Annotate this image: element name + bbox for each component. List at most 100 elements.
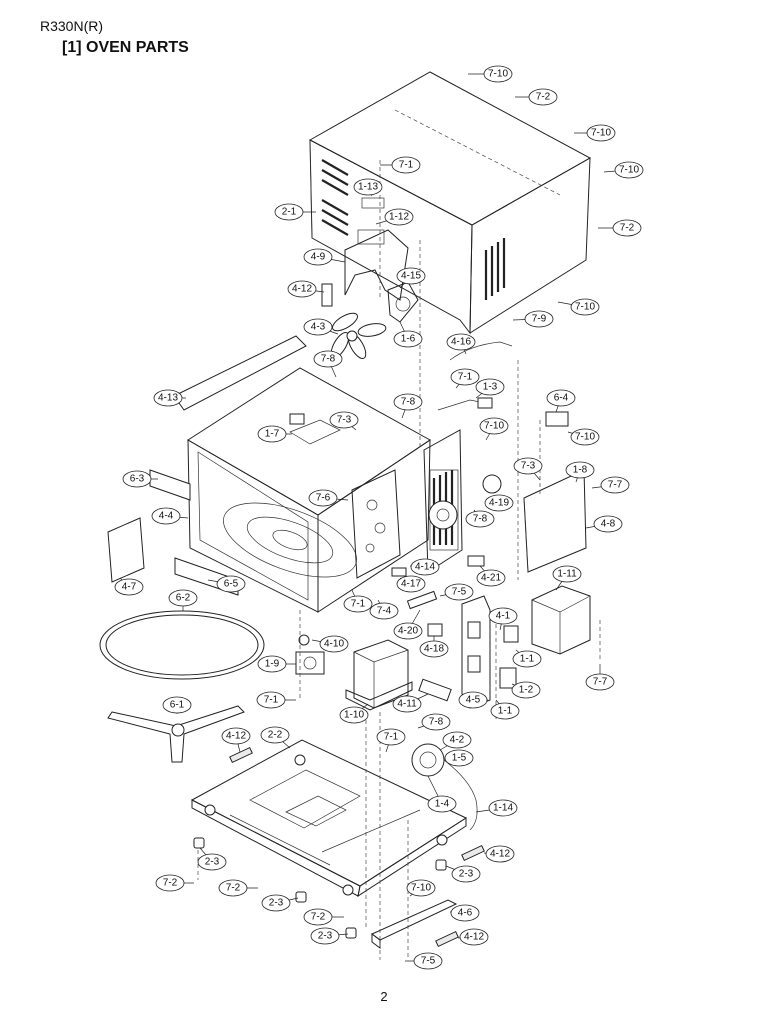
interlock-switch-assembly xyxy=(461,595,519,709)
callout-4-21: 4-21 xyxy=(476,565,506,587)
callout-label: 4-12 xyxy=(226,731,246,742)
callout-label: 1-4 xyxy=(435,799,450,810)
callout-bubble xyxy=(586,124,616,142)
callout-label: 1-5 xyxy=(452,753,467,764)
callout-label: 6-4 xyxy=(554,393,569,404)
callout-bubble xyxy=(512,650,542,668)
oven-cavity xyxy=(187,367,431,613)
callout-bubble xyxy=(261,894,291,912)
callout-bubble xyxy=(444,583,474,601)
callout-bubble xyxy=(218,879,248,897)
callout-bubble xyxy=(343,595,373,613)
callout-bubble xyxy=(488,607,518,625)
callout-7-10: 7-10 xyxy=(557,298,600,316)
latch-bracket xyxy=(351,469,401,579)
feet xyxy=(193,837,447,939)
callout-label: 1-11 xyxy=(557,569,577,580)
callout-7-2: 7-2 xyxy=(303,908,344,926)
callout-label: 4-12 xyxy=(464,932,484,943)
callout-7-2: 7-2 xyxy=(598,219,642,237)
callout-label: 6-1 xyxy=(170,700,185,711)
callout-label: 4-21 xyxy=(481,573,501,584)
callout-bubble xyxy=(442,731,472,749)
callout-1-7: 1-7 xyxy=(257,425,292,443)
callout-bubble xyxy=(216,575,246,593)
callout-label: 2-2 xyxy=(268,730,283,741)
callout-7-5: 7-5 xyxy=(405,952,443,970)
callout-label: 4-19 xyxy=(489,498,509,509)
callout-7-3: 7-3 xyxy=(329,411,359,431)
callout-bubble xyxy=(260,726,290,744)
callout-6-3: 6-3 xyxy=(122,470,158,488)
callout-bubble xyxy=(511,681,541,699)
top-heater-parts xyxy=(173,335,569,494)
callout-2-3: 2-3 xyxy=(197,847,227,871)
callout-bubble xyxy=(528,88,558,106)
callout-label: 7-2 xyxy=(311,912,326,923)
callout-4-17: 4-17 xyxy=(396,575,426,593)
callout-7-10: 7-10 xyxy=(406,879,436,897)
callout-label: 7-3 xyxy=(521,461,536,472)
callout-4-2: 4-2 xyxy=(439,731,472,751)
callout-label: 7-10 xyxy=(484,421,504,432)
callout-bubble xyxy=(484,494,514,512)
callout-4-4: 4-4 xyxy=(151,507,189,525)
callout-label: 6-3 xyxy=(130,474,145,485)
callout-bubble xyxy=(353,178,383,196)
callout-label: 7-10 xyxy=(488,69,508,80)
callout-1-13: 1-13 xyxy=(353,178,383,197)
callout-2-2: 2-2 xyxy=(260,726,291,749)
callout-bubble xyxy=(410,558,440,576)
callout-bubble xyxy=(303,318,333,336)
callout-4-7: 4-7 xyxy=(114,577,144,596)
callout-label: 1-9 xyxy=(265,659,280,670)
callout-7-1: 7-1 xyxy=(380,156,421,174)
callout-bubble xyxy=(393,393,423,411)
callout-bubble xyxy=(524,310,554,328)
callout-7-6: 7-6 xyxy=(308,489,349,507)
callout-bubble xyxy=(221,727,251,745)
callout-bubble xyxy=(614,161,644,179)
callout-label: 7-7 xyxy=(608,480,623,491)
callout-bubble xyxy=(393,330,423,348)
callout-bubble xyxy=(476,569,506,587)
callout-1-8: 1-8 xyxy=(565,461,595,483)
callout-1-2: 1-2 xyxy=(511,681,541,699)
callout-2-3: 2-3 xyxy=(445,865,481,883)
turntable-support xyxy=(107,705,245,763)
callout-1-1: 1-1 xyxy=(490,699,520,720)
callout-bubble xyxy=(376,728,406,746)
callout-label: 4-17 xyxy=(401,579,421,590)
callout-label: 7-1 xyxy=(384,732,399,743)
callout-label: 4-8 xyxy=(601,519,616,530)
callout-bubble xyxy=(339,706,369,724)
callout-bubble xyxy=(465,510,495,528)
callout-label: 7-10 xyxy=(411,883,431,894)
model-number: R330N(R) xyxy=(40,18,104,34)
callout-label: 4-1 xyxy=(496,611,511,622)
callout-2-1: 2-1 xyxy=(274,203,316,221)
callout-bubble xyxy=(257,655,287,673)
callout-bubble xyxy=(444,749,474,767)
callout-bubble xyxy=(287,280,317,298)
callout-7-10: 7-10 xyxy=(603,161,644,179)
section-title: [1] OVEN PARTS xyxy=(62,39,189,56)
callout-1-11: 1-11 xyxy=(552,565,582,591)
callout-label: 1-2 xyxy=(519,685,534,696)
callout-1-5: 1-5 xyxy=(443,749,474,767)
base-plate xyxy=(190,739,468,898)
control-frame xyxy=(423,429,463,573)
bottom-cover xyxy=(371,899,458,949)
callout-bubble xyxy=(168,589,198,607)
callout-label: 7-4 xyxy=(377,606,392,617)
callout-7-10: 7-10 xyxy=(468,65,513,83)
callout-bubble xyxy=(546,389,576,407)
callout-7-8: 7-8 xyxy=(313,350,343,378)
callout-bubble xyxy=(485,845,515,863)
callout-6-1: 6-1 xyxy=(162,696,192,714)
outer-cabinet xyxy=(308,71,592,335)
callout-label: 4-9 xyxy=(311,252,326,263)
callout-bubble xyxy=(369,602,399,620)
callout-label: 7-8 xyxy=(473,514,488,525)
callout-bubble xyxy=(392,695,422,713)
